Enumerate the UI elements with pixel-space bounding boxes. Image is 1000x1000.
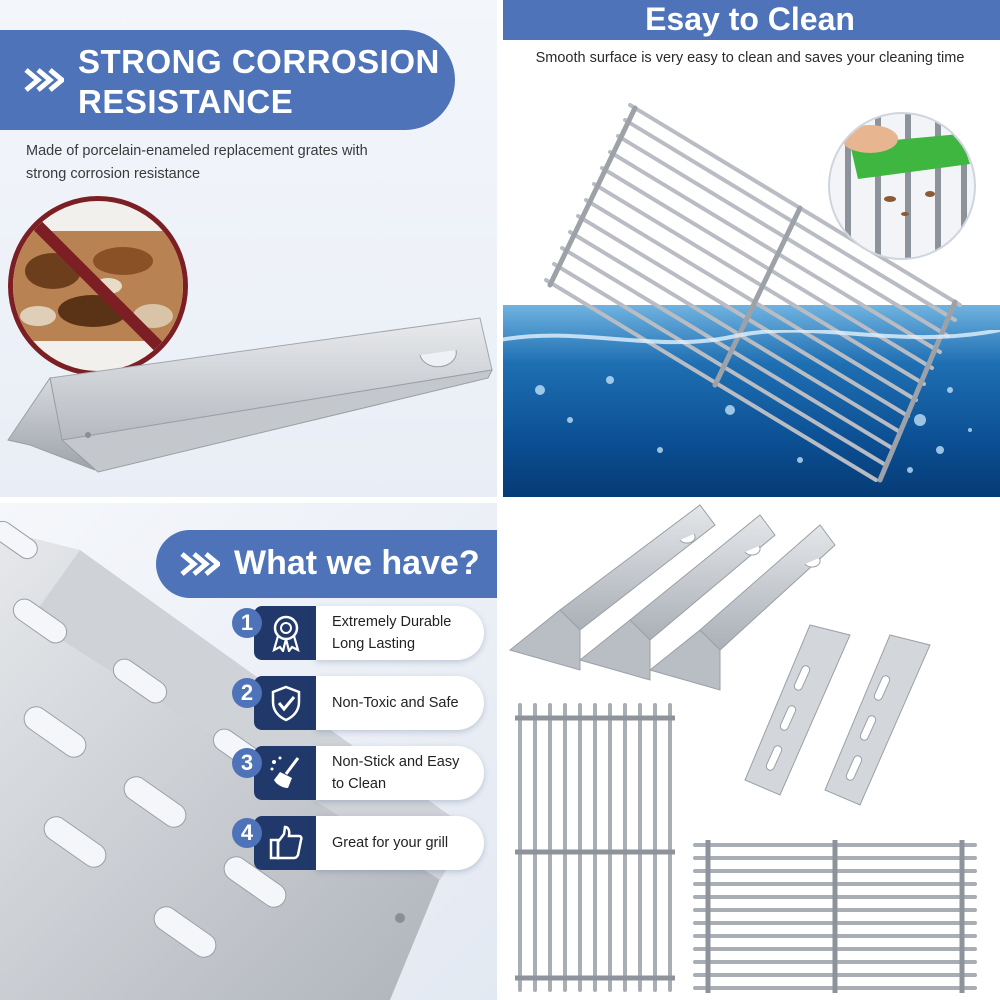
corrosion-title: STRONG CORROSION RESISTANCE: [78, 43, 440, 120]
corrosion-banner: STRONG CORROSION RESISTANCE: [0, 30, 455, 130]
product-set-panel: [500, 500, 1000, 1000]
feature-icon-box: [254, 816, 316, 870]
feature-label: Non-Toxic and Safe: [332, 695, 459, 711]
thumbs-up-icon: [269, 825, 303, 860]
cleaning-detail-image: [828, 112, 976, 260]
corrosion-description: Made of porcelain-enameled replacement g…: [26, 143, 368, 182]
feature-icon-box: [254, 746, 316, 800]
panel-divider-horizontal: [0, 497, 1000, 503]
feature-number: 1: [232, 608, 262, 638]
feature-number: 3: [232, 748, 262, 778]
features-title: What we have?: [234, 544, 480, 582]
feature-item-non-toxic: 2 Non-Toxic and Safe: [232, 676, 484, 730]
clean-panel: Esay to Clean Smooth surface is very eas…: [500, 0, 1000, 500]
feature-item-grill: 4 Great for your grill: [232, 816, 484, 870]
double-chevron-icon: [24, 68, 64, 92]
feature-label: Extremely Durable Long Lasting: [332, 614, 452, 652]
horizontal-grate-image: [693, 840, 977, 993]
features-banner: What we have?: [156, 530, 500, 598]
award-ribbon-icon: [272, 615, 300, 652]
cleaning-brush-icon: [270, 756, 300, 788]
corrosion-panel: STRONG CORROSION RESISTANCE Made of porc…: [0, 0, 500, 500]
feature-item-non-stick: 3 Non-Stick and Easy to Clean: [232, 746, 484, 800]
feature-number: 4: [232, 818, 262, 848]
feature-number: 2: [232, 678, 262, 708]
flavorizer-bar-image: [7, 317, 493, 473]
features-panel: What we have? 1 Extremely Durable Long L…: [0, 500, 500, 1000]
cooking-grate-image: [544, 103, 962, 483]
clean-subtitle: Smooth surface is very easy to clean and…: [535, 50, 965, 66]
clean-title: Esay to Clean: [500, 0, 1000, 40]
heat-deflectors-image: [744, 624, 931, 806]
feature-item-durable: 1 Extremely Durable Long Lasting: [232, 606, 484, 660]
vertical-grate-image: [515, 703, 675, 992]
flavorizer-bars-set-image: [508, 504, 836, 691]
feature-label: Great for your grill: [332, 835, 449, 851]
feature-label: Non-Stick and Easy to Clean: [332, 754, 460, 792]
rust-prohibited-icon: [8, 196, 188, 376]
feature-icon-box: [254, 676, 316, 730]
double-chevron-icon: [180, 552, 220, 576]
shield-check-icon: [271, 685, 301, 722]
feature-icon-box: [254, 606, 316, 660]
bubbles-decoration: [500, 330, 1000, 473]
